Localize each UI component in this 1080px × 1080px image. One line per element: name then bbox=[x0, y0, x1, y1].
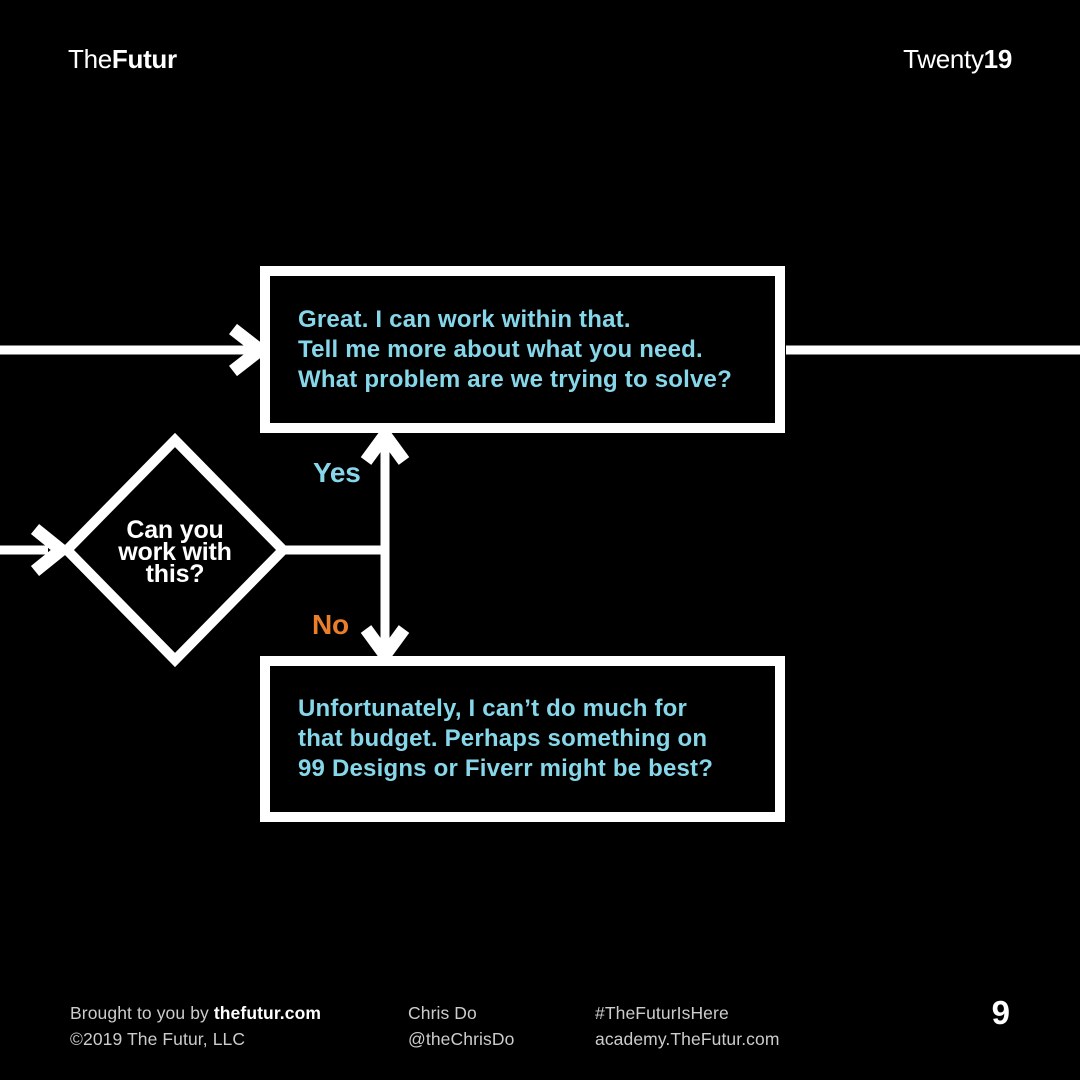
brand-logo-light: The bbox=[68, 44, 112, 74]
edition-light: Twenty bbox=[903, 44, 984, 74]
arrowhead-up-yes-icon bbox=[360, 423, 410, 465]
footer-academy-url: academy.TheFutur.com bbox=[595, 1029, 780, 1049]
brand-logo-bold: Futur bbox=[111, 44, 177, 74]
page-number: 9 bbox=[991, 994, 1010, 1031]
footer-author-name: Chris Do bbox=[408, 1003, 477, 1023]
yes-branch-label: Yes bbox=[313, 457, 361, 488]
footer-links: #TheFuturIsHere academy.TheFutur.com bbox=[595, 1000, 780, 1052]
footer-brought-prefix: Brought to you by bbox=[70, 1003, 214, 1023]
edition-bold: 19 bbox=[983, 44, 1013, 74]
no-branch-label: No bbox=[312, 609, 349, 640]
yes-outcome-box: Great. I can work within that. Tell me m… bbox=[260, 266, 785, 433]
yes-outcome-text: Great. I can work within that. Tell me m… bbox=[298, 305, 732, 393]
footer-brought-line: Brought to you by thefutur.com bbox=[70, 1000, 321, 1026]
edition-label: Twenty19 bbox=[903, 44, 1012, 74]
no-outcome-box: Unfortunately, I can’t do much for that … bbox=[260, 656, 785, 822]
brand-logo: TheFutur bbox=[68, 44, 177, 74]
no-outcome-text: Unfortunately, I can’t do much for that … bbox=[298, 695, 714, 782]
footer-site-link: thefutur.com bbox=[213, 1003, 322, 1023]
footer-attribution: Brought to you by thefutur.com ©2019 The… bbox=[70, 1000, 321, 1052]
footer-hashtag: #TheFuturIsHere bbox=[595, 1003, 729, 1023]
decision-label: Can you work with this? bbox=[118, 516, 232, 588]
footer-author-handle: @theChrisDo bbox=[408, 1029, 515, 1049]
footer-author: Chris Do @theChrisDo bbox=[408, 1000, 514, 1052]
arrowhead-down-no-icon bbox=[360, 625, 410, 667]
decision-diamond bbox=[59, 432, 291, 668]
footer-copyright: ©2019 The Futur, LLC bbox=[70, 1029, 246, 1049]
